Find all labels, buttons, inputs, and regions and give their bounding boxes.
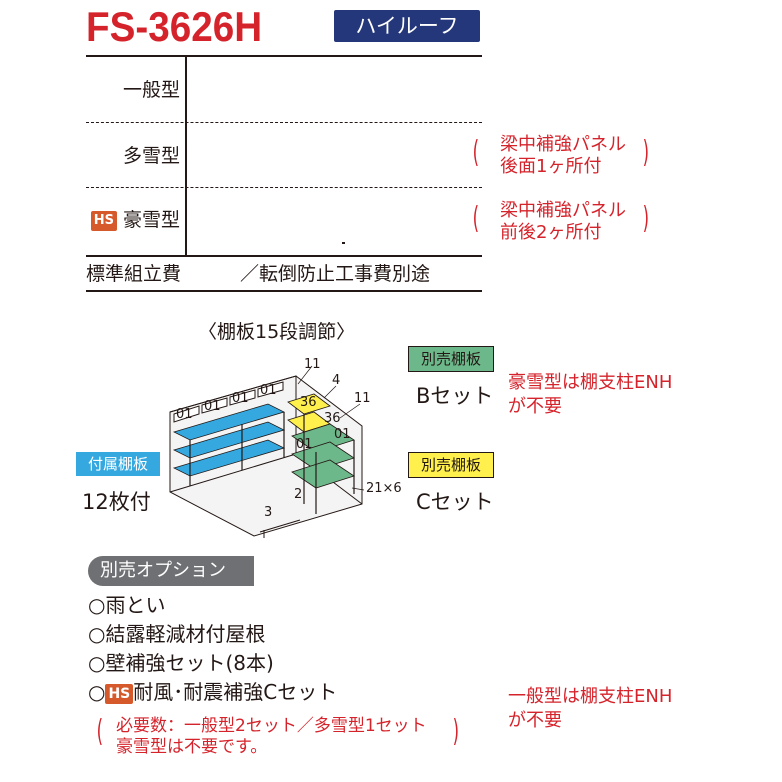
diagram-label: 11 [304,357,321,372]
circle-mark: ○ [88,651,106,675]
row-divider [86,187,482,188]
title-rule [86,55,482,57]
row-label-general: 一般型 [122,79,180,101]
requirement-line1: 必要数：一般型2セット／多雪型1セット [116,716,427,736]
note-general-line2: が不要 [508,710,562,731]
diagram-label: 21×6 [366,481,402,496]
option-label: 壁補強セット(8本) [105,651,274,675]
row-label-heavy: 多雪型 [122,145,180,167]
paren-close: ) [452,714,460,749]
roof-type-badge: ハイルーフ [334,10,480,42]
note-heavy-line1: 豪雪型は棚支柱ENH [508,372,673,393]
shelf-caption: 〈棚板15段調節〉 [198,321,356,343]
row-note-line2: 前後2ヶ所付 [500,222,602,243]
row-divider [86,122,482,123]
model-number: FS-3626H [86,3,263,50]
diagram-label: 01 [232,391,249,406]
circle-mark: ○ [88,593,106,617]
row-note-line1: 梁中補強パネル [500,134,626,155]
diagram-label: 3 [264,505,272,520]
row-note-line2: 後面1ヶ所付 [500,156,602,177]
hs-badge: HS [90,210,117,231]
option-item: ○雨とい [88,592,165,618]
hs-badge: HS [105,683,134,704]
diagram-label: 01 [204,399,221,414]
sold-separately-c-tag: 別売棚板 [408,452,494,478]
option-item: ○結露軽減材付屋根 [88,621,265,647]
row-label-extra-heavy: HS 豪雪型 [86,208,180,232]
option-label: 雨とい [105,593,166,617]
option-label: 結露軽減材付屋根 [105,622,266,646]
requirement-line2: 豪雪型は不要です。 [116,737,268,757]
shelf-diagram: 01 01 01 01 36 36 11 4 11 01 01 21×6 2 3 [169,357,402,538]
note-heavy-line2: が不要 [508,396,562,417]
paren-close: ) [642,135,650,170]
circle-mark: ○ [88,622,106,646]
assembly-note: ／転倒防止工事費別途 [240,263,431,285]
row-divider [86,255,482,257]
attached-count: 12枚付 [82,490,151,514]
options-header: 別売オプション [88,556,254,586]
diagram-label: 11 [354,391,371,406]
paren-open: ( [472,135,480,170]
sold-separately-b-tag: 別売棚板 [408,346,494,372]
row-note-line1: 梁中補強パネル [500,200,626,221]
paren-open: ( [472,201,480,236]
note-general-line1: 一般型は棚支柱ENH [508,686,673,707]
circle-mark: ○ [88,680,106,704]
diagram-label: 36 [324,411,341,426]
diagram-label: 01 [296,437,313,452]
row-label-text: 豪雪型 [122,209,180,231]
diagram-label: 4 [332,373,340,388]
row-divider [86,290,482,292]
tick-mark [342,242,345,244]
paren-open: ( [96,714,104,749]
diagram-label: 36 [300,395,317,410]
option-item: ○壁補強セット(8本) [88,650,274,676]
diagram-label: 01 [260,383,277,398]
option-label: 耐風･耐震補強Cセット [133,680,338,704]
assembly-label: 標準組立費 [86,263,182,285]
diagram-label: 01 [176,407,193,422]
paren-close: ) [642,201,650,236]
c-set-label: Cセット [416,490,494,514]
diagram-label: 2 [294,487,302,502]
attached-shelf-tag: 付属棚板 [76,452,160,476]
diagram-label: 01 [334,427,351,442]
b-set-label: Bセット [416,384,494,408]
table-divider [185,57,187,255]
